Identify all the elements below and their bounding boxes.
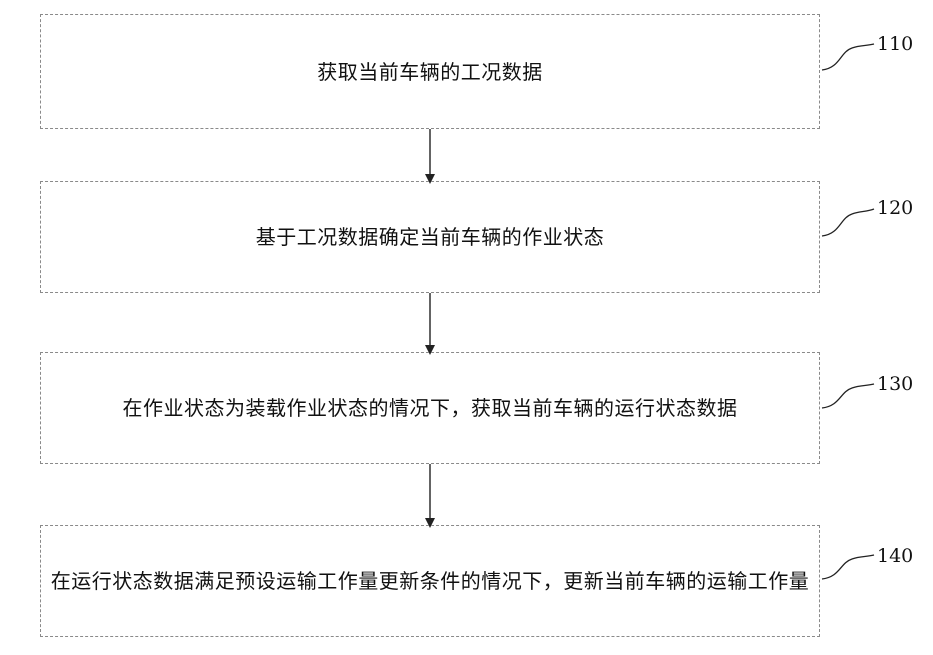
step-text-110: 获取当前车辆的工况数据 <box>317 57 543 87</box>
step-box-130: 在作业状态为装载作业状态的情况下，获取当前车辆的运行状态数据 <box>40 352 820 464</box>
step-box-140: 在运行状态数据满足预设运输工作量更新条件的情况下，更新当前车辆的运输工作量 <box>40 525 820 637</box>
step-label-120: 120 <box>877 197 913 219</box>
leader-110 <box>822 44 874 70</box>
step-label-130: 130 <box>877 373 913 395</box>
step-text-120: 基于工况数据确定当前车辆的作业状态 <box>256 222 605 252</box>
step-label-110: 110 <box>877 33 913 55</box>
leader-140 <box>822 555 874 579</box>
leader-130 <box>822 384 874 408</box>
step-text-140: 在运行状态数据满足预设运输工作量更新条件的情况下，更新当前车辆的运输工作量 <box>51 566 810 596</box>
step-box-110: 获取当前车辆的工况数据 <box>40 14 820 129</box>
step-box-120: 基于工况数据确定当前车辆的作业状态 <box>40 181 820 293</box>
step-label-140: 140 <box>877 545 913 567</box>
leader-120 <box>822 209 874 236</box>
step-text-130: 在作业状态为装载作业状态的情况下，获取当前车辆的运行状态数据 <box>123 393 738 423</box>
